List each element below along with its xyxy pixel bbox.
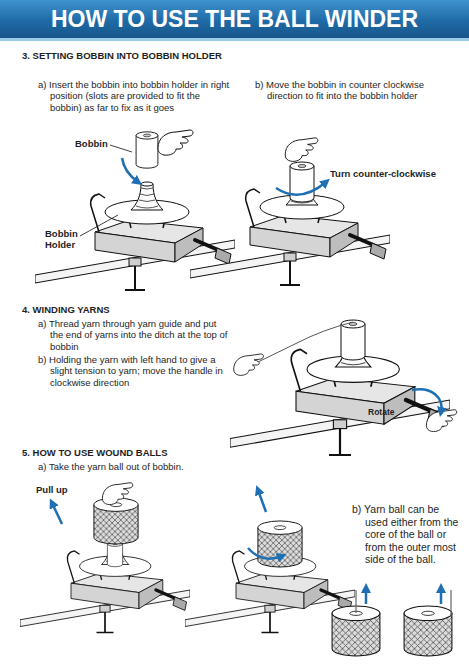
step-heading: 4. WINDING YARNS (22, 304, 222, 315)
step-text: a) Take the yarn ball out of bobbin. (38, 461, 248, 472)
bobbin-drawing (136, 132, 158, 168)
turn-arrow (248, 548, 282, 559)
title-holder: HOW TO USE THE BALL WINDER (0, 0, 469, 38)
step-heading: 5. HOW TO USE WOUND BALLS (22, 447, 242, 458)
action-label: Rotate (368, 407, 418, 417)
page-title: HOW TO USE THE BALL WINDER (51, 6, 418, 33)
step-text: b) Move the bobbin in counter clockwise … (255, 79, 450, 102)
step-heading: 3. SETTING BOBBIN INTO BOBBIN HOLDER (22, 50, 237, 61)
rotate-arrow (412, 389, 441, 412)
yarn-ball (258, 521, 302, 567)
hand-drawing (234, 354, 264, 375)
hand-drawing (285, 138, 318, 162)
action-label: Pull up (36, 484, 96, 495)
pull-arrow (365, 588, 368, 604)
bobbin-drawing (107, 541, 122, 566)
yarn-strand (355, 590, 356, 613)
pull-arrow (258, 490, 266, 512)
step-text: b) Holding the yarn with left hand to gi… (38, 354, 228, 388)
hand-drawing (426, 410, 456, 432)
pull-arrow (52, 503, 62, 524)
part-label: Bobbin Holder (45, 228, 89, 251)
leader-line (80, 215, 118, 236)
insert-arrow (122, 158, 138, 182)
title-band-stripe (0, 38, 469, 41)
bobbin-drawing (341, 320, 365, 360)
ball-winder (230, 336, 450, 455)
ball-winder (190, 177, 390, 285)
action-label: Turn counter-clockwise (330, 168, 466, 179)
part-label: Bobbin (75, 138, 135, 149)
step-text: a) Insert the bobbin into bobbin holder … (38, 79, 233, 113)
step-text: b) Yarn ball can be used either from the… (352, 503, 464, 566)
yarn-ball (404, 606, 452, 656)
yarn-strand (258, 322, 353, 362)
yarn-ball (94, 498, 138, 544)
ball-winder (20, 541, 190, 633)
hand-drawing (158, 130, 193, 155)
bobbin-drawing (290, 162, 314, 202)
pull-arrow (440, 588, 443, 604)
step-text: a) Thread yarn through yarn guide and pu… (38, 318, 228, 352)
leader-line (110, 145, 132, 152)
yarn-ball (332, 606, 380, 656)
yarn-strand (450, 590, 451, 616)
hand-drawing (102, 483, 132, 505)
title-band (0, 0, 469, 38)
turn-arrow (276, 182, 326, 195)
